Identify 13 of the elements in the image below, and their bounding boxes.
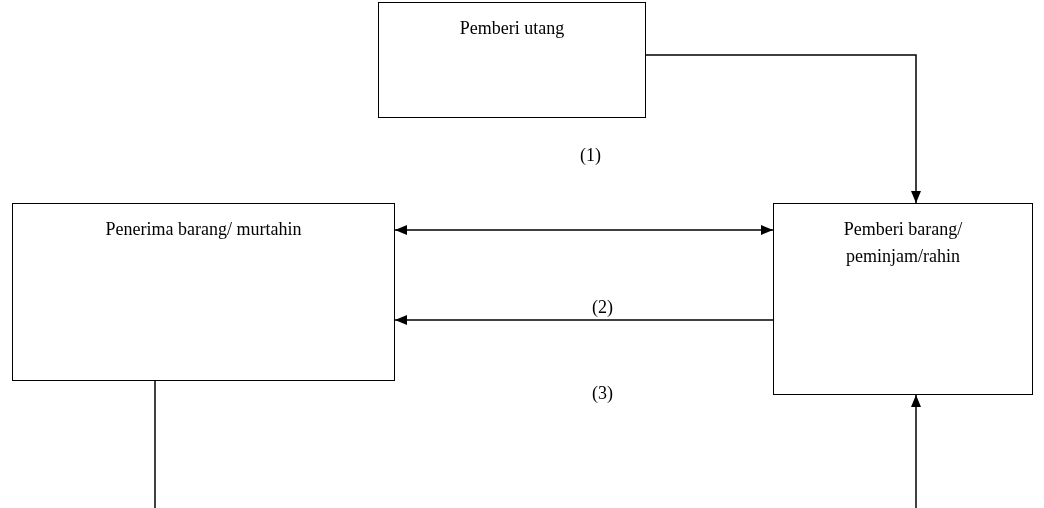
arrow — [394, 315, 774, 325]
box-label: Penerima barang/ murtahin — [105, 218, 302, 241]
step-number: (2) — [592, 298, 613, 316]
process-box — [773, 203, 1033, 395]
arrow — [911, 394, 921, 508]
box-label: Pemberi barang/ peminjam/rahin — [842, 218, 964, 268]
step-number: (3) — [592, 384, 613, 402]
arrow — [394, 225, 774, 235]
box-label: Pemberi utang — [459, 17, 565, 40]
step-number: (1) — [580, 146, 601, 164]
arrow — [645, 54, 921, 204]
process-box — [378, 2, 646, 118]
process-box — [12, 203, 395, 381]
